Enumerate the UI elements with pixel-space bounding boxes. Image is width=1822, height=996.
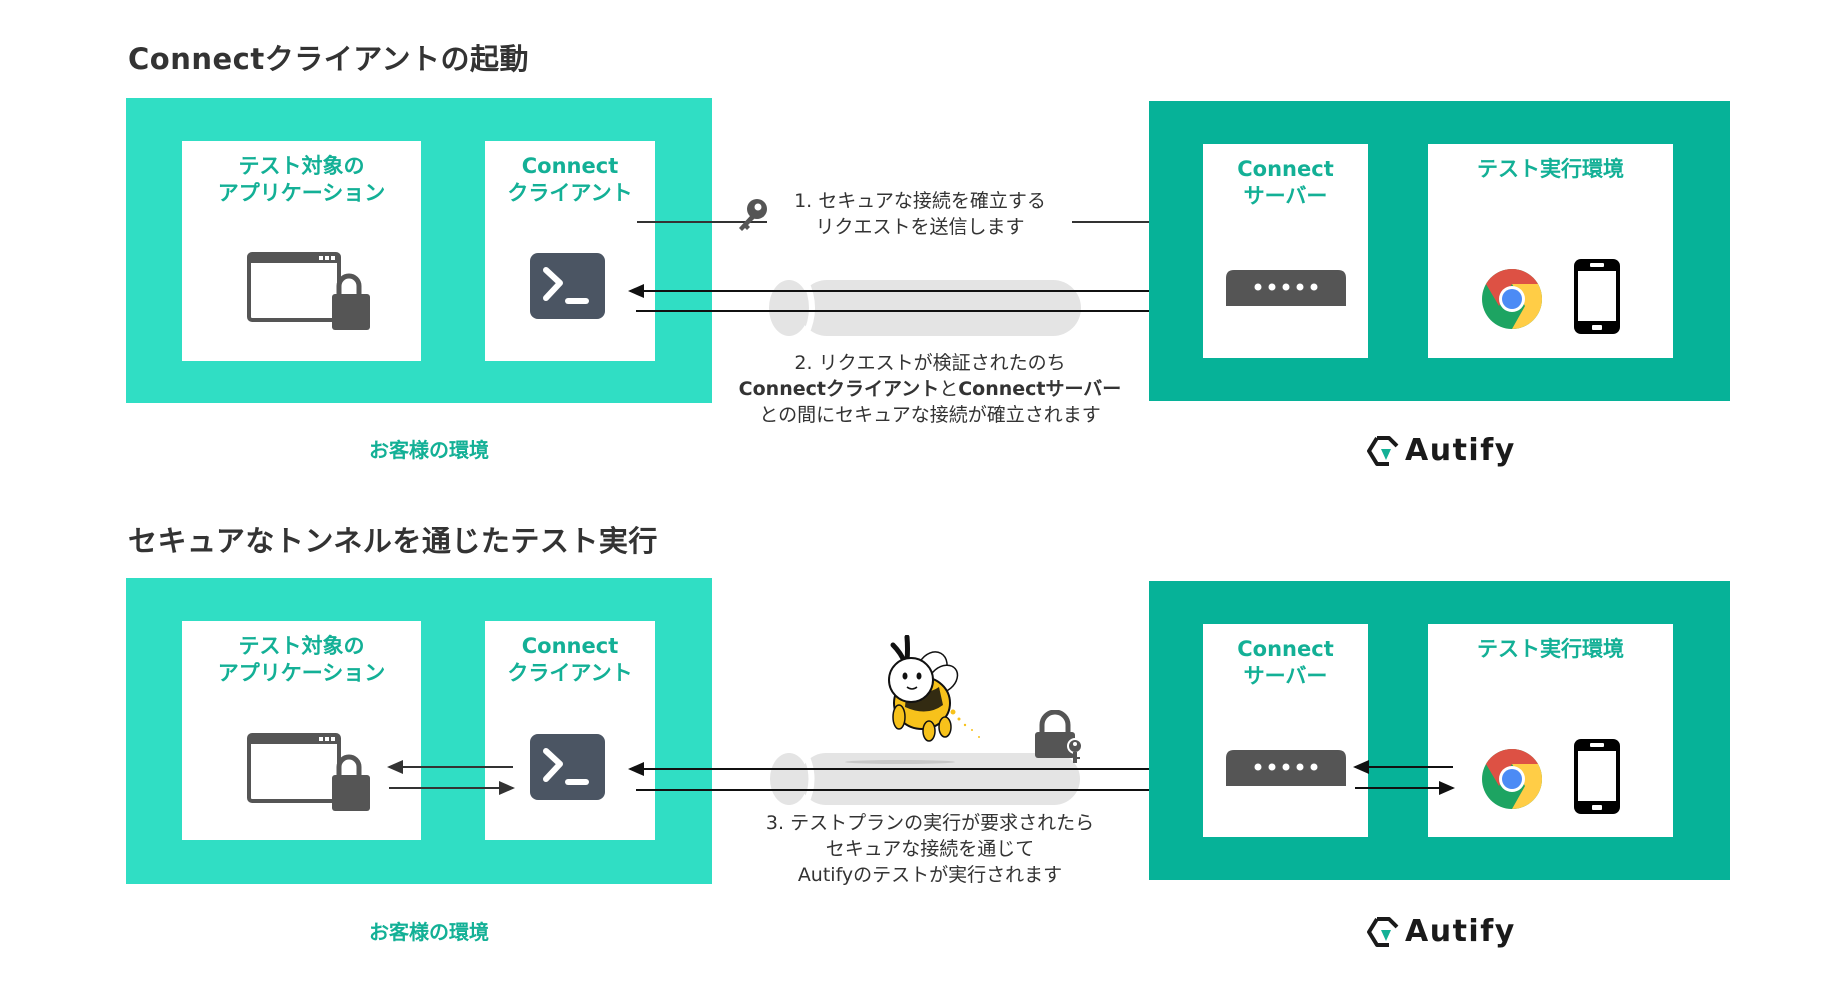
padlock-key-icon xyxy=(1035,710,1083,763)
step1-line2: リクエストを送信します xyxy=(815,216,1025,238)
autify-environment: Connect サーバー テスト実行環境 xyxy=(1149,101,1730,401)
test-env-card-title: テスト実行環境 xyxy=(1477,157,1624,181)
autify-logo-icon xyxy=(1367,916,1399,947)
step2-client-term: Connectクライアント xyxy=(738,378,940,400)
autify-logo-text: Autify xyxy=(1405,433,1516,468)
customer-environment-label: お客様の環境 xyxy=(369,438,489,462)
connection-arrow-to-server xyxy=(636,304,1190,318)
app-card: テスト対象の アプリケーション xyxy=(182,141,421,361)
autify-environment: Connect サーバー テスト実行環境 xyxy=(1149,581,1730,880)
chrome-icon xyxy=(1482,269,1543,329)
step1-caption: 1. セキュアな接続を確立する リクエストを送信します xyxy=(775,188,1065,240)
customer-environment-label: お客様の環境 xyxy=(369,920,489,944)
section-title: セキュアなトンネルを通じたテスト実行 xyxy=(128,524,658,558)
test-env-card: テスト実行環境 xyxy=(1428,624,1673,837)
browser-lock-icon xyxy=(247,252,370,330)
test-env-card-title: テスト実行環境 xyxy=(1477,637,1624,661)
request-arrow-left-segment xyxy=(637,221,767,223)
step3-line1: 3. テストプランの実行が要求されたら xyxy=(765,812,1095,834)
terminal-icon xyxy=(530,253,605,319)
client-to-app-arrow xyxy=(387,760,513,774)
app-card: テスト対象の アプリケーション xyxy=(182,621,421,840)
autify-logo-text: Autify xyxy=(1405,914,1516,949)
app-card-title: テスト対象の アプリケーション xyxy=(217,634,386,685)
step1-line1: 1. セキュアな接続を確立する xyxy=(794,190,1046,212)
step2-server-term: Connectサーバー xyxy=(958,378,1122,400)
customer-environment: テスト対象の アプリケーション Connect クライアント xyxy=(126,98,712,403)
server-icon xyxy=(1226,270,1346,306)
browser-lock-icon xyxy=(247,733,370,811)
connect-server-card: Connect サーバー xyxy=(1203,144,1368,358)
step2-conjunction: と xyxy=(939,378,959,400)
step2-line2: ConnectクライアントとConnectサーバー xyxy=(700,376,1160,402)
smartphone-icon xyxy=(1574,739,1620,814)
smartphone-icon xyxy=(1574,259,1620,334)
secure-tunnel xyxy=(769,280,1081,336)
chrome-icon xyxy=(1482,749,1543,809)
connect-server-card-title: Connect サーバー xyxy=(1237,157,1334,208)
app-to-client-arrow xyxy=(389,781,515,795)
autify-logo-icon xyxy=(1367,435,1399,466)
test-command-arrow-to-client xyxy=(628,762,1185,776)
test-env-to-server-arrow xyxy=(1353,760,1453,774)
server-icon xyxy=(1226,750,1346,786)
secure-tunnel xyxy=(770,753,1080,805)
connect-client-card-title: Connect クライアント xyxy=(507,634,633,685)
connect-server-card-title: Connect サーバー xyxy=(1237,637,1334,688)
response-arrow-to-client xyxy=(628,284,1185,298)
test-result-arrow-to-server xyxy=(636,783,1190,797)
server-to-test-env-arrow xyxy=(1355,781,1455,795)
autify-logo: Autify xyxy=(1367,433,1516,468)
connect-client-card: Connect クライアント xyxy=(485,621,655,840)
customer-environment: テスト対象の アプリケーション Connect クライアント xyxy=(126,578,712,884)
terminal-icon xyxy=(530,734,605,800)
section-title: Connectクライアントの起動 xyxy=(128,42,530,76)
connect-server-card: Connect サーバー xyxy=(1203,624,1368,837)
step3-line3: Autifyのテストが実行されます xyxy=(797,864,1063,886)
step2-line1: 2. リクエストが検証されたのち xyxy=(794,352,1066,374)
step2-line3: との間にセキュアな接続が確立されます xyxy=(759,404,1101,426)
bee-mascot xyxy=(888,635,980,742)
step2-caption: 2. リクエストが検証されたのち ConnectクライアントとConnectサー… xyxy=(700,350,1160,428)
key-icon xyxy=(739,199,767,231)
app-card-title: テスト対象の アプリケーション xyxy=(217,154,386,205)
step3-caption: 3. テストプランの実行が要求されたら セキュアな接続を通じて Autifyのテ… xyxy=(720,810,1140,888)
autify-logo: Autify xyxy=(1367,914,1516,949)
step3-line2: セキュアな接続を通じて xyxy=(825,838,1035,860)
connect-client-card-title: Connect クライアント xyxy=(507,154,633,205)
connect-client-card: Connect クライアント xyxy=(485,141,655,361)
test-env-card: テスト実行環境 xyxy=(1428,144,1673,358)
